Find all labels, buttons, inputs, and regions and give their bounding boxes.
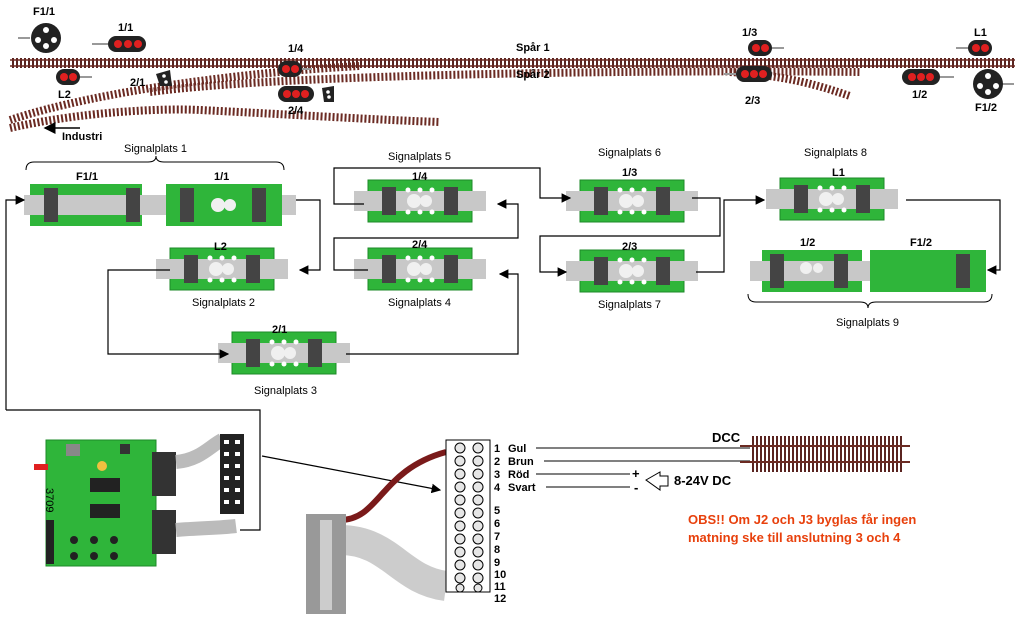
- svg-text:1/2: 1/2: [912, 89, 927, 101]
- decoder-label: 3709: [43, 488, 55, 512]
- signal-1-1: 1/1: [92, 22, 146, 52]
- svg-text:2/1: 2/1: [272, 324, 287, 336]
- svg-text:F1/2: F1/2: [975, 102, 997, 114]
- signal-l2: L2: [56, 69, 92, 101]
- svg-text:Signalplats 4: Signalplats 4: [388, 297, 451, 309]
- svg-text:1/1: 1/1: [214, 171, 229, 183]
- signal-2-1: 2/1: [130, 70, 172, 89]
- pin-9: 9: [494, 557, 500, 569]
- svg-text:2/3: 2/3: [622, 241, 637, 253]
- signal-place-8: L1 Signalplats 8: [765, 147, 899, 221]
- svg-text:L1: L1: [974, 27, 987, 39]
- svg-text:Signalplats 3: Signalplats 3: [254, 385, 317, 397]
- svg-text:1/2: 1/2: [800, 237, 815, 249]
- svg-text:1/4: 1/4: [412, 171, 428, 183]
- power-input: + - 8-24V DC: [632, 466, 732, 495]
- pin-1: 1: [494, 443, 500, 455]
- signal-place-3: 2/1 Signalplats 3: [217, 324, 351, 397]
- signal-2-3: 2/3: [724, 66, 772, 107]
- svg-text:Signalplats 2: Signalplats 2: [192, 297, 255, 309]
- signal-1-4: 1/4: [278, 43, 312, 77]
- pin-7-visible: 7: [494, 531, 500, 543]
- dcc-label: DCC: [712, 430, 741, 445]
- power-label: 8-24V DC: [674, 473, 732, 488]
- pin-5: 5: [494, 505, 500, 517]
- track-spar-2: [149, 67, 861, 96]
- svg-text:1/3: 1/3: [742, 27, 757, 39]
- terminal-block: 1 2 3 4 5 6 7 7 8 9 10 11 12 Gul Brun Rö…: [306, 439, 760, 614]
- svg-text:F1/2: F1/2: [910, 237, 932, 249]
- svg-text:Signalplats 6: Signalplats 6: [598, 147, 661, 159]
- signal-place-9: 1/2 F1/2 Signalplats 9: [747, 237, 993, 329]
- svg-text:L2: L2: [58, 89, 71, 101]
- dcc-track: DCC: [712, 430, 910, 472]
- decoder-board: 3709: [34, 433, 442, 567]
- track-spar-1: [10, 58, 1015, 68]
- pin-name-svart: Svart: [508, 482, 536, 494]
- svg-text:Signalplats 8: Signalplats 8: [804, 147, 867, 159]
- pin-name-gul: Gul: [508, 443, 526, 455]
- pin-4: 4: [494, 482, 501, 494]
- svg-text:2/4: 2/4: [412, 239, 428, 251]
- svg-text:Signalplats 1: Signalplats 1: [124, 143, 187, 155]
- svg-text:1/3: 1/3: [622, 167, 637, 179]
- warning-note: OBS!! Om J2 och J3 byglas får ingen matn…: [688, 512, 916, 545]
- svg-text:2/1: 2/1: [130, 77, 145, 89]
- pin-12: 12: [494, 593, 506, 605]
- signal-places: Signalplats 1 F1/1 1/1 L2 Signalplats 2 …: [24, 143, 993, 397]
- track-plan: Spår 1 Spår 2 Industri: [8, 42, 1015, 143]
- signal-l1: L1: [956, 27, 992, 56]
- pin-3: 3: [494, 469, 500, 481]
- pin-11: 11: [494, 581, 506, 593]
- svg-text:Signalplats 7: Signalplats 7: [598, 299, 661, 311]
- signal-place-5: 1/4 Signalplats 5: [353, 151, 487, 223]
- label-spar-1: Spår 1: [516, 42, 550, 54]
- signal-place-6: 1/3 Signalplats 6: [565, 147, 699, 223]
- svg-text:F1/1: F1/1: [76, 171, 98, 183]
- label-industri: Industri: [62, 131, 102, 143]
- svg-text:F1/1: F1/1: [33, 6, 55, 18]
- svg-text:L1: L1: [832, 167, 845, 179]
- pin-8: 8: [494, 544, 500, 556]
- svg-text:L2: L2: [214, 241, 227, 253]
- label-spar-2: Spår 2: [516, 69, 550, 81]
- warning-line-2: matning ske till anslutning 3 och 4: [688, 530, 901, 545]
- bus-wiring: [5, 167, 1001, 531]
- minus-sign: -: [634, 480, 638, 495]
- track-branch: [8, 62, 361, 124]
- svg-text:1/1: 1/1: [118, 22, 133, 34]
- signal-1-3: 1/3: [742, 27, 784, 56]
- svg-text:2/4: 2/4: [288, 105, 304, 117]
- signal-f1-1: F1/1: [18, 6, 61, 53]
- signal-place-1: Signalplats 1 F1/1 1/1: [24, 143, 296, 226]
- pin-6: 6: [494, 518, 500, 530]
- signal-f1-2: F1/2: [973, 69, 1014, 114]
- svg-text:2/3: 2/3: [745, 95, 760, 107]
- plus-sign: +: [632, 466, 640, 481]
- signal-place-7: 2/3 Signalplats 7: [565, 241, 699, 311]
- pin-name-brun: Brun: [508, 456, 534, 468]
- track-industri: [9, 105, 441, 132]
- warning-line-1: OBS!! Om J2 och J3 byglas får ingen: [688, 512, 916, 527]
- pin-name-rod: Röd: [508, 469, 529, 481]
- signal-1-2: 1/2: [902, 69, 954, 101]
- signal-2-4: 2/4: [278, 86, 334, 117]
- svg-text:Signalplats 5: Signalplats 5: [388, 151, 451, 163]
- pin-2: 2: [494, 456, 500, 468]
- track-signals: F1/1 1/1 L2 2/1 1/4: [18, 6, 1014, 117]
- pin-10: 10: [494, 569, 506, 581]
- svg-text:Signalplats 9: Signalplats 9: [836, 317, 899, 329]
- svg-text:1/4: 1/4: [288, 43, 304, 55]
- signal-place-4: 2/4 Signalplats 4: [353, 239, 487, 309]
- signal-place-2: L2 Signalplats 2: [155, 241, 289, 309]
